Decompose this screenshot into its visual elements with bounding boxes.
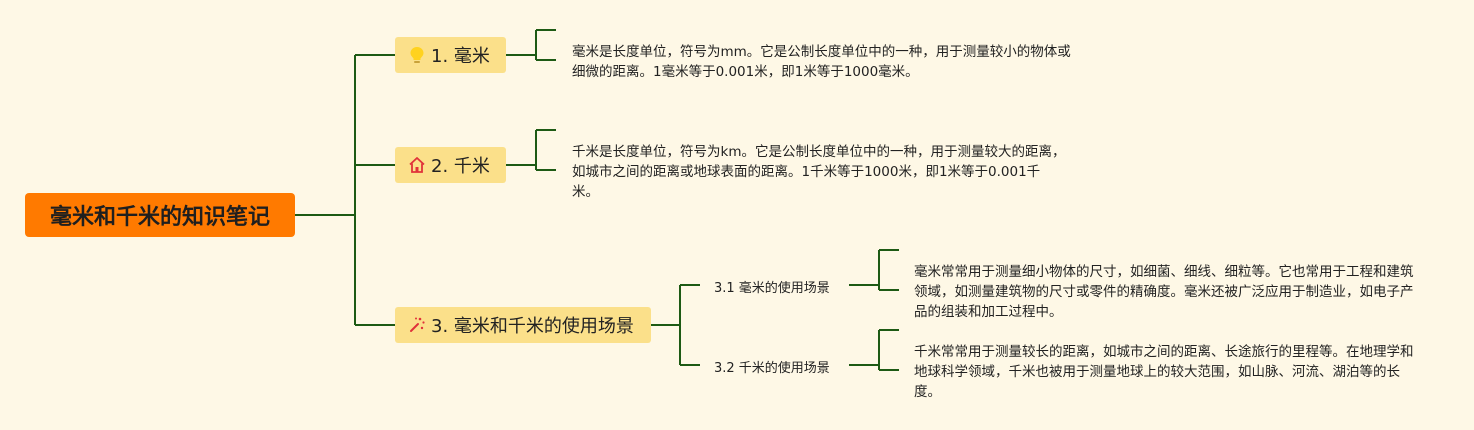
sub-topic-label: 3.2 千米的使用场景 (714, 361, 830, 376)
branch-label: 1. 毫米 (431, 46, 490, 67)
lightbulb-icon (407, 45, 427, 65)
note-mm-usage: 毫米常常用于测量细小物体的尺寸，如细菌、细线、细粒等。它也常用于工程和建筑领域，… (914, 262, 1414, 322)
note-1-bracket (506, 29, 556, 61)
note-millimeter: 毫米是长度单位，符号为mm。它是公制长度单位中的一种，用于测量较小的物体或细微的… (572, 42, 1082, 82)
sub-1-bracket (849, 249, 899, 291)
root-title: 毫米和千米的知识笔记 (49, 204, 270, 229)
branch-label: 2. 千米 (431, 156, 490, 177)
sub-topic-mm-usage[interactable]: 3.1 毫米的使用场景 (714, 277, 830, 296)
branch-label: 3. 毫米和千米的使用场景 (431, 316, 634, 337)
note-km-usage: 千米常常用于测量较长的距离，如城市之间的距离、长途旅行的里程等。在地理学和地球科… (914, 342, 1414, 402)
note-text: 千米是长度单位，符号为km。它是公制长度单位中的一种，用于测量较大的距离，如城市… (572, 144, 1066, 200)
note-kilometer: 千米是长度单位，符号为km。它是公制长度单位中的一种，用于测量较大的距离，如城市… (572, 142, 1067, 202)
branch-kilometer[interactable]: 2. 千米 (395, 147, 506, 183)
branch-usage-scenarios[interactable]: 3. 毫米和千米的使用场景 (395, 307, 651, 343)
branch-3-sub-connector (651, 284, 700, 366)
magic-wand-icon (407, 315, 427, 335)
sub-topic-km-usage[interactable]: 3.2 千米的使用场景 (714, 357, 830, 376)
note-text: 毫米是长度单位，符号为mm。它是公制长度单位中的一种，用于测量较小的物体或细微的… (572, 44, 1071, 80)
sub-2-bracket (849, 329, 899, 371)
branch-millimeter[interactable]: 1. 毫米 (395, 37, 506, 73)
note-2-bracket (506, 129, 556, 171)
root-topic[interactable]: 毫米和千米的知识笔记 (25, 193, 295, 237)
note-text: 千米常常用于测量较长的距离，如城市之间的距离、长途旅行的里程等。在地理学和地球科… (914, 344, 1414, 400)
house-icon (407, 155, 427, 175)
note-text: 毫米常常用于测量细小物体的尺寸，如细菌、细线、细粒等。它也常用于工程和建筑领域，… (914, 264, 1414, 320)
sub-topic-label: 3.1 毫米的使用场景 (714, 281, 830, 296)
